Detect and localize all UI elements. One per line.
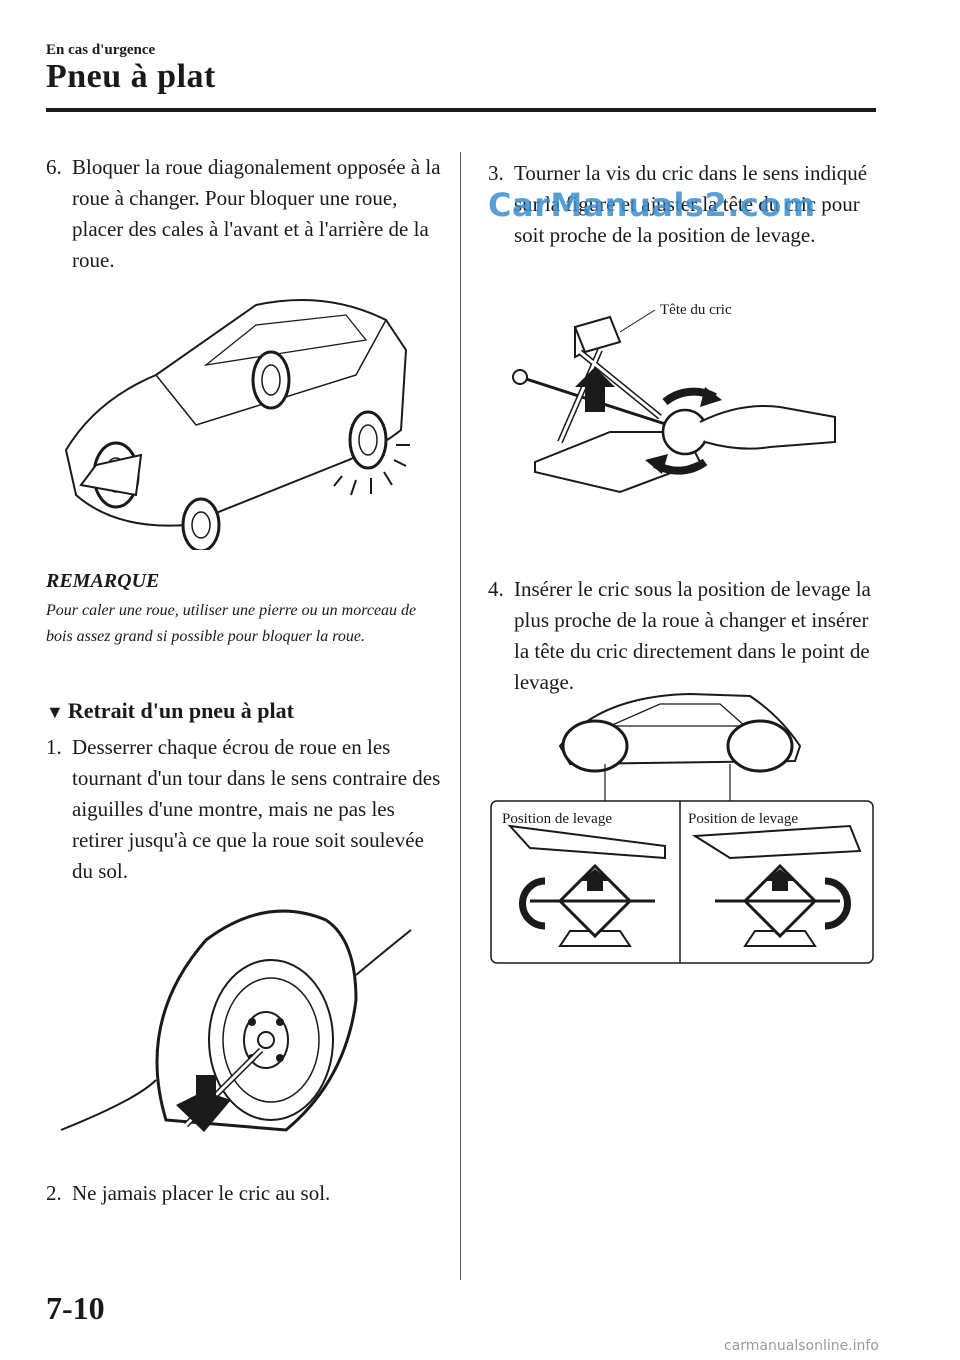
step-2: 2. Ne jamais placer le cric au sol. <box>46 1178 446 1209</box>
column-divider <box>460 152 461 1280</box>
step-number: 3. <box>488 161 504 185</box>
footer-site-mark: carmanualsonline.info <box>724 1338 879 1354</box>
step-number: 1. <box>46 735 62 759</box>
car-wheel-chock-figure <box>56 280 416 550</box>
step-6: 6. Bloquer la roue diagonalement opposée… <box>46 152 446 276</box>
page-title: Pneu à plat <box>46 58 216 95</box>
step-text: Tourner la vis du cric dans le sens indi… <box>514 161 868 247</box>
step-text: Ne jamais placer le cric au sol. <box>72 1181 331 1205</box>
page-number: 7-10 <box>46 1290 105 1326</box>
step-number: 2. <box>46 1181 62 1205</box>
section-label: En cas d'urgence <box>46 42 156 58</box>
subheading-text: Retrait d'un pneu à plat <box>67 698 294 723</box>
step-1: 1. Desserrer chaque écrou de roue en les… <box>46 732 446 887</box>
step-3: 3. Tourner la vis du cric dans le sens i… <box>488 158 876 251</box>
subheading: ▼Retrait d'un pneu à plat <box>46 698 294 724</box>
step-text: Insérer le cric sous la position de leva… <box>514 577 871 694</box>
triangle-marker-icon: ▼ <box>46 702 64 722</box>
wheel-nut-wrench-figure <box>56 900 416 1140</box>
lifting-position-figure: Position de levage Position de levage <box>490 686 874 966</box>
lift-position-label-left: Position de levage <box>502 811 612 827</box>
jack-head-label: Tête du cric <box>660 302 732 318</box>
step-text: Bloquer la roue diagonalement opposée à … <box>72 155 441 272</box>
step-number: 6. <box>46 155 62 179</box>
remarque-text: Pour caler une roue, utiliser une pierre… <box>46 602 417 645</box>
jack-screw-figure: Tête du cric <box>500 292 870 512</box>
watermark-logo: CarManuals2.com <box>488 186 816 224</box>
step-number: 4. <box>488 577 504 601</box>
lift-position-label-right: Position de levage <box>688 811 798 827</box>
step-4: 4. Insérer le cric sous la position de l… <box>488 574 876 698</box>
step-text: Desserrer chaque écrou de roue en les to… <box>72 735 441 883</box>
remarque-heading: REMARQUE <box>46 570 160 592</box>
title-rule <box>46 108 876 112</box>
